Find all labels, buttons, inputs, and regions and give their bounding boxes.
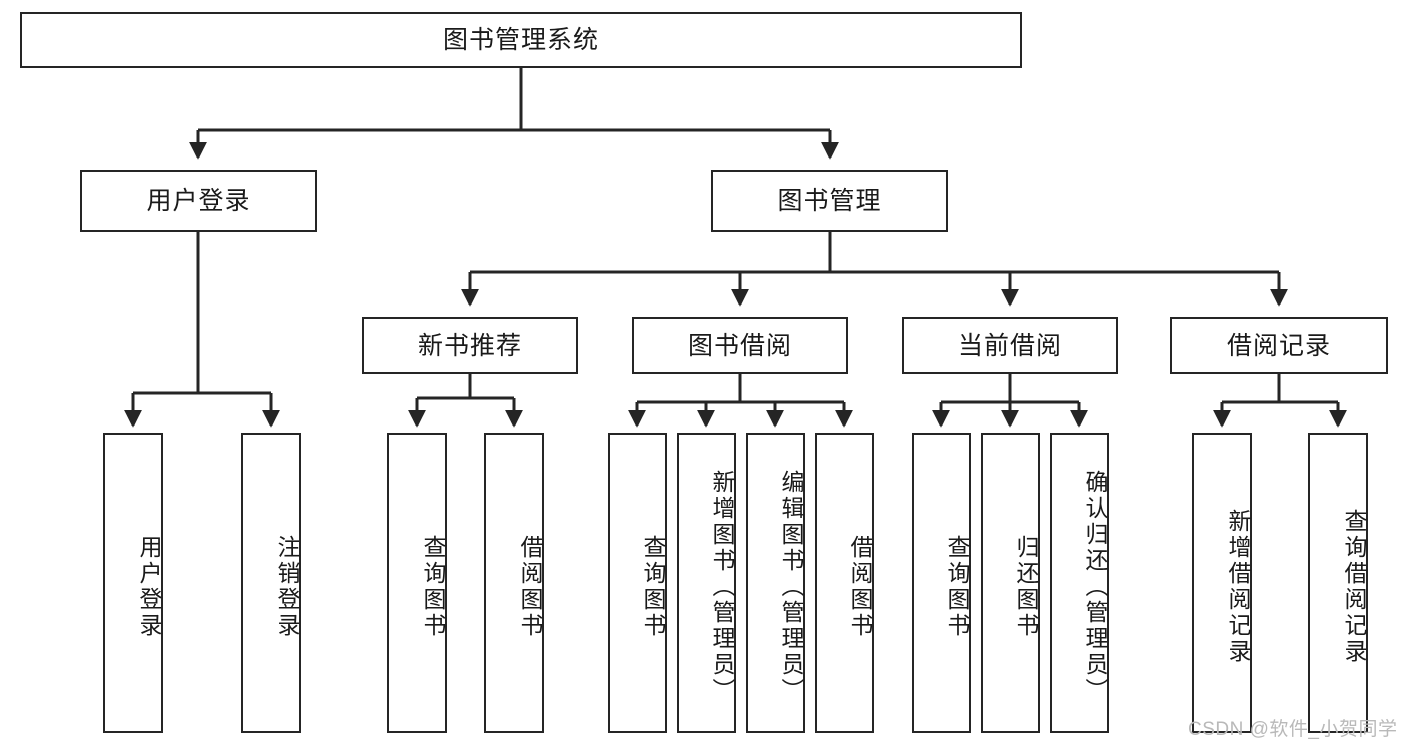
node-leaf-add-book-label: 新增图书（管理员） xyxy=(709,470,735,704)
node-leaf-add-book[interactable]: 新增图书（管理员） xyxy=(677,433,736,733)
node-book-borrow-label: 图书借阅 xyxy=(687,331,792,360)
node-leaf-return-book-label: 归还图书 xyxy=(1013,535,1039,639)
node-borrow-records-label: 借阅记录 xyxy=(1226,331,1331,360)
node-leaf-query-record-label: 查询借阅记录 xyxy=(1341,509,1367,665)
node-book-management-label: 图书管理 xyxy=(777,187,882,215)
node-leaf-query-book-1[interactable]: 查询图书 xyxy=(387,433,447,733)
node-new-book-recommend[interactable]: 新书推荐 xyxy=(362,317,578,374)
node-leaf-return-book[interactable]: 归还图书 xyxy=(981,433,1040,733)
node-leaf-query-book-3[interactable]: 查询图书 xyxy=(912,433,971,733)
node-new-book-recommend-label: 新书推荐 xyxy=(417,331,522,360)
node-leaf-query-book-1-label: 查询图书 xyxy=(420,535,446,639)
node-user-login[interactable]: 用户登录 xyxy=(80,170,317,232)
node-leaf-query-book-2[interactable]: 查询图书 xyxy=(608,433,667,733)
node-leaf-query-record[interactable]: 查询借阅记录 xyxy=(1308,433,1368,733)
node-book-borrow[interactable]: 图书借阅 xyxy=(632,317,848,374)
node-current-borrow-label: 当前借阅 xyxy=(957,331,1062,360)
node-user-login-label: 用户登录 xyxy=(146,187,251,215)
node-leaf-query-book-2-label: 查询图书 xyxy=(640,535,666,639)
node-leaf-user-logout-label: 注销登录 xyxy=(274,535,300,639)
node-current-borrow[interactable]: 当前借阅 xyxy=(902,317,1118,374)
node-root[interactable]: 图书管理系统 xyxy=(20,12,1022,68)
node-leaf-edit-book-label: 编辑图书（管理员） xyxy=(778,470,804,704)
node-leaf-add-record[interactable]: 新增借阅记录 xyxy=(1192,433,1252,733)
csdn-watermark: CSDN @软件_小贺同学 xyxy=(1188,719,1398,740)
node-borrow-records[interactable]: 借阅记录 xyxy=(1170,317,1388,374)
node-leaf-query-book-3-label: 查询图书 xyxy=(944,535,970,639)
node-leaf-confirm-return[interactable]: 确认归还（管理员） xyxy=(1050,433,1109,733)
node-leaf-edit-book[interactable]: 编辑图书（管理员） xyxy=(746,433,805,733)
node-leaf-user-login-label: 用户登录 xyxy=(136,535,162,639)
node-root-label: 图书管理系统 xyxy=(442,26,599,54)
node-leaf-add-record-label: 新增借阅记录 xyxy=(1225,509,1251,665)
node-leaf-user-logout[interactable]: 注销登录 xyxy=(241,433,301,733)
node-leaf-borrow-book-1[interactable]: 借阅图书 xyxy=(484,433,544,733)
node-leaf-borrow-book-1-label: 借阅图书 xyxy=(517,535,543,639)
node-leaf-borrow-book-2-label: 借阅图书 xyxy=(847,535,873,639)
node-leaf-user-login[interactable]: 用户登录 xyxy=(103,433,163,733)
node-leaf-confirm-return-label: 确认归还（管理员） xyxy=(1082,470,1108,704)
node-leaf-borrow-book-2[interactable]: 借阅图书 xyxy=(815,433,874,733)
node-book-management[interactable]: 图书管理 xyxy=(711,170,948,232)
